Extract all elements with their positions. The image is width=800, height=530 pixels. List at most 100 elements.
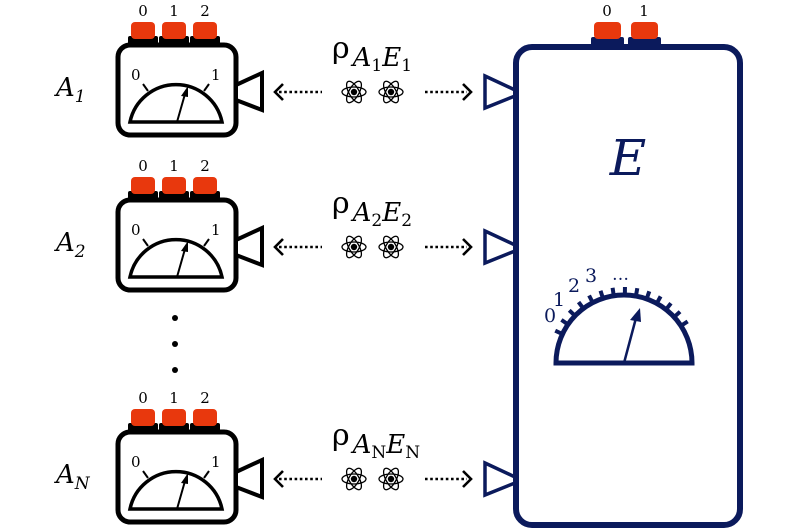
state-label-e: E xyxy=(385,430,405,460)
agent-button-0[interactable] xyxy=(131,177,155,194)
agent-dial-needle xyxy=(176,93,186,123)
state-label-e-sub: N xyxy=(405,443,420,463)
state-label-a: A xyxy=(351,43,372,73)
environment-dial-tick xyxy=(598,290,605,299)
agent-button-1[interactable] xyxy=(162,22,186,39)
environment-dial-label-1: 1 xyxy=(553,289,565,311)
arrow-right-icon xyxy=(425,470,473,488)
agent-button-label-0: 0 xyxy=(138,2,148,20)
agent-name: A xyxy=(54,460,75,490)
environment-dial-tick xyxy=(587,294,595,304)
environment-dial-tick xyxy=(554,328,564,336)
agent-dial-face xyxy=(127,469,225,511)
agent-dial-face xyxy=(127,82,225,124)
state-label-a: A xyxy=(351,430,372,460)
agent-button-2[interactable] xyxy=(193,409,217,426)
agent-dial-needle-tip xyxy=(181,86,188,97)
agent-button-label-0: 0 xyxy=(138,389,148,407)
arrow-right-icon xyxy=(425,238,473,256)
atom-pair xyxy=(341,78,404,106)
state-label-e: E xyxy=(381,198,401,228)
agent-dial-label-0: 0 xyxy=(131,453,141,471)
agent-dial-tick-0 xyxy=(142,238,149,247)
agent-dial-needle-tip xyxy=(181,241,188,252)
environment-dial-label-2: 2 xyxy=(568,275,580,297)
environment-box xyxy=(513,44,743,528)
environment-input-port xyxy=(483,73,517,111)
environment-dial-tick xyxy=(655,295,663,305)
agent-label: A2 xyxy=(54,228,86,262)
environment-dial-tick xyxy=(610,287,616,297)
environment-button-0[interactable] xyxy=(594,22,621,39)
rho-symbol: ρ xyxy=(332,186,350,221)
state-label-a-sub: 1 xyxy=(371,56,382,76)
agent-button-label-2: 2 xyxy=(200,389,210,407)
agent-button-0[interactable] xyxy=(131,22,155,39)
agent-button-2[interactable] xyxy=(193,177,217,194)
agent-button-label-0: 0 xyxy=(138,157,148,175)
agent-dial-label-0: 0 xyxy=(131,221,141,239)
atom-icon xyxy=(378,233,404,261)
agent-dial-label-0: 0 xyxy=(131,66,141,84)
agent-button-label-1: 1 xyxy=(169,2,179,20)
rho-symbol: ρ xyxy=(332,418,350,453)
agent-label: AN xyxy=(54,460,91,494)
environment-dial-tick xyxy=(576,300,585,310)
environment-dial-tick xyxy=(672,310,682,319)
rho-symbol: ρ xyxy=(332,31,350,66)
atom-pair xyxy=(341,465,404,493)
atom-pair xyxy=(341,233,404,261)
arrow-left-icon xyxy=(273,238,322,256)
agent-subscript: N xyxy=(74,474,91,494)
agent-output-port xyxy=(234,69,264,113)
arrow-left-icon xyxy=(273,470,322,488)
environment-dial-label-0: 0 xyxy=(544,305,556,327)
agent-dial-label-1: 1 xyxy=(211,66,221,84)
environment-dial-tick xyxy=(679,319,689,328)
agent-name: A xyxy=(54,73,75,103)
agent-name: A xyxy=(54,228,75,258)
agent-button-1[interactable] xyxy=(162,409,186,426)
environment-input-port xyxy=(483,228,517,266)
agent-button-2[interactable] xyxy=(193,22,217,39)
atom-icon xyxy=(378,465,404,493)
agent-output-port xyxy=(234,224,264,268)
agent-subscript: 1 xyxy=(75,87,86,107)
agent-dial-label-1: 1 xyxy=(211,221,221,239)
arrow-left-icon xyxy=(273,83,322,101)
environment-dial-tick xyxy=(644,290,652,300)
atom-icon xyxy=(341,233,367,261)
agent-button-0[interactable] xyxy=(131,409,155,426)
environment-device: 0 1 E 0 1 2 3 … xyxy=(513,2,743,528)
environment-button-1[interactable] xyxy=(631,22,658,39)
environment-dial-tick xyxy=(633,287,640,297)
agent-dial-label-1: 1 xyxy=(211,453,221,471)
environment-button-label-1: 1 xyxy=(639,2,649,20)
agent-output-port xyxy=(234,456,264,500)
environment-label: E xyxy=(609,129,647,187)
environment-dial-tick xyxy=(567,308,577,318)
atom-icon xyxy=(341,78,367,106)
agent-button-label-2: 2 xyxy=(200,157,210,175)
environment-buttons: 0 1 xyxy=(591,2,661,47)
environment-dial: 0 1 2 3 … xyxy=(544,265,695,366)
agent-button-1[interactable] xyxy=(162,177,186,194)
agent-label: A1 xyxy=(54,73,86,107)
state-label-e: E xyxy=(381,43,401,73)
environment-dial-tick xyxy=(560,318,570,327)
state-label-a-sub: N xyxy=(371,443,386,463)
agent-button-label-2: 2 xyxy=(200,2,210,20)
agent-button-label-1: 1 xyxy=(169,389,179,407)
agent-dial-needle-tip xyxy=(181,473,188,484)
agent-subscript: 2 xyxy=(74,242,86,262)
agent-dial-needle xyxy=(176,248,186,278)
environment-dial-label-ellipsis: … xyxy=(612,265,629,285)
agent-dial-needle xyxy=(176,480,186,510)
